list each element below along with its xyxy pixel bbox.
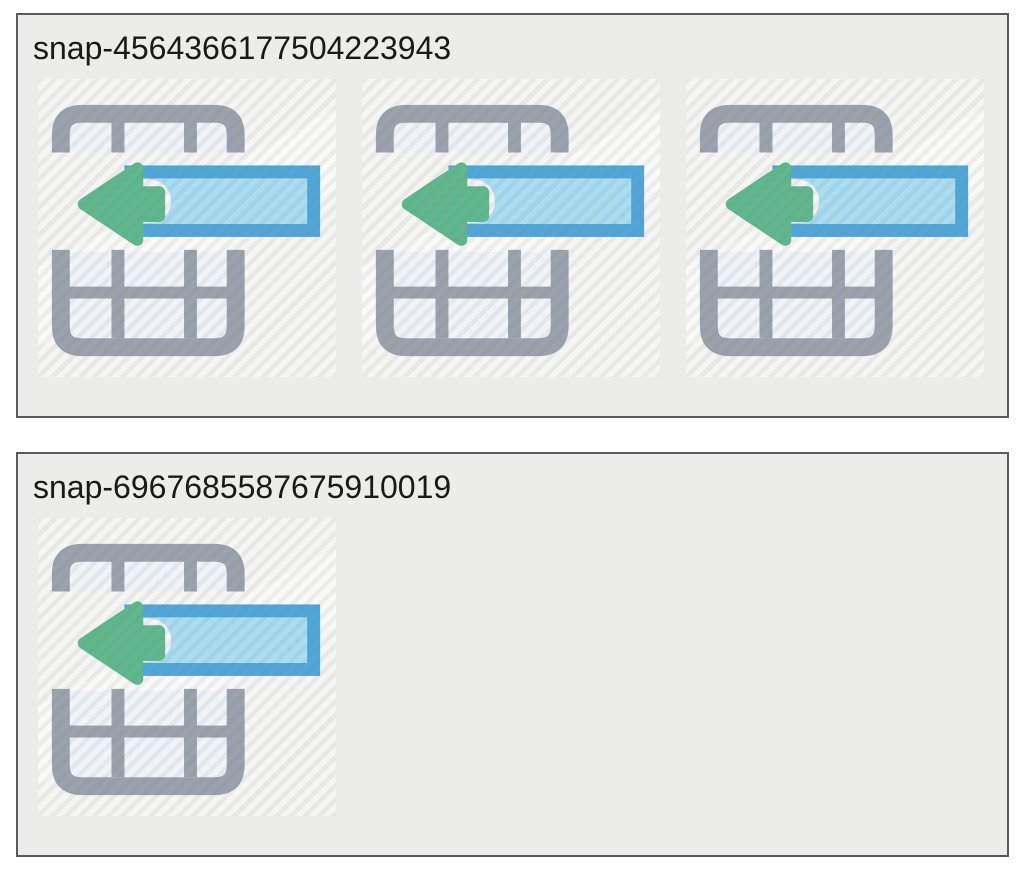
snapshot-title: snap-6967685587675910019 [33,469,452,505]
restore-table-snapshot-tile[interactable] [38,79,336,377]
restore-table-snapshot-tile[interactable] [362,79,660,377]
restore-table-row-from-snapshot-icon [38,79,336,377]
snapshot-icon-row [38,79,984,377]
restore-table-row-from-snapshot-icon [686,79,984,377]
restore-table-row-from-snapshot-icon [362,79,660,377]
snapshot-card-1: snap-4564366177504223943 [16,13,1009,418]
restore-table-snapshot-tile[interactable] [38,518,336,816]
snapshot-card-2: snap-6967685587675910019 [16,452,1009,857]
snapshot-title: snap-4564366177504223943 [33,30,452,66]
restore-table-row-from-snapshot-icon [38,518,336,816]
restore-table-snapshot-tile[interactable] [686,79,984,377]
snapshot-icon-row [38,518,336,816]
